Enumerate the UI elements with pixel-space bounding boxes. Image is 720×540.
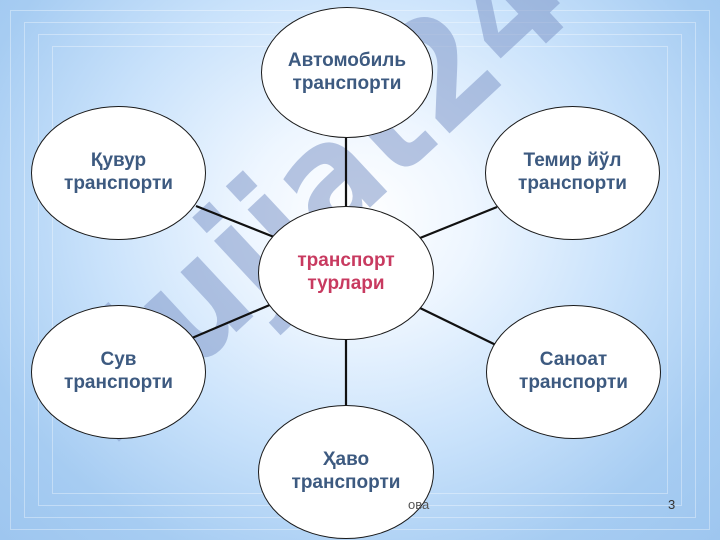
node-automobile-label: Автомобиль транспорти [287, 49, 407, 94]
center-node: транспорт турлари [258, 206, 434, 340]
connector-railway [419, 205, 498, 240]
node-railway: Темир йўл транспорти [485, 106, 660, 240]
node-railway-label: Темир йўл транспорти [518, 150, 627, 194]
node-water-label: Сув транспорти [64, 349, 173, 393]
connector-water [191, 302, 273, 340]
node-air-label: Ҳаво транспорти [291, 449, 401, 493]
node-water: Сув транспорти [31, 305, 206, 439]
page-number: 3 [668, 497, 676, 512]
center-node-label: транспорт турлари [297, 250, 395, 294]
node-automobile: Автомобиль транспорти [261, 7, 433, 138]
node-industrial: Саноат транспорти [486, 305, 661, 439]
connector-industrial [419, 307, 501, 348]
footer-text: ова [408, 497, 430, 512]
connector-pipeline [195, 204, 275, 239]
node-industrial-label: Саноат транспорти [519, 349, 628, 393]
node-air: Ҳаво транспорти [258, 405, 434, 539]
node-pipeline: Қувур транспорти [31, 106, 206, 240]
node-pipeline-label: Қувур транспорти [64, 150, 173, 194]
